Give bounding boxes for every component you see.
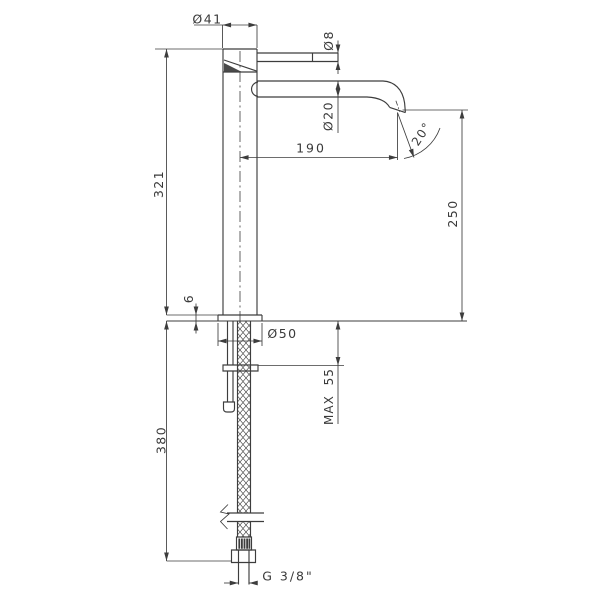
dim-label-max-thickness: MAX 55 [322, 368, 336, 425]
collar-knurl [238, 538, 251, 549]
spout-inner [257, 96, 391, 108]
dim-label-base-diameter: Ø50 [267, 326, 297, 341]
dim-label-lever-diameter: Ø8 [321, 30, 336, 51]
angle-arc [403, 127, 441, 159]
cap-wedge [224, 63, 241, 72]
break-lines [227, 512, 264, 523]
hose-braid-upper [237, 321, 251, 513]
dimension-lines [164, 22, 465, 586]
fitting-hex-nut [230, 549, 257, 564]
ext-body-diameter [194, 24, 258, 48]
spout-outlet-face [389, 106, 406, 114]
supply-hose-and-fixing [219, 321, 264, 585]
outlet-centerline [395, 100, 401, 112]
thread-tail [237, 562, 250, 585]
spout-outer [257, 80, 406, 113]
dim-label-plate-thickness: 6 [181, 294, 196, 303]
spout-root-arc [250, 81, 259, 98]
dim-label-spout-diameter: Ø20 [321, 101, 336, 131]
dim-label-body-diameter: Ø41 [192, 12, 222, 27]
dim-label-spout-reach: 190 [296, 141, 326, 156]
hose-braid-lower [237, 521, 251, 537]
faucet-body [217, 48, 406, 321]
dim-label-connection-thread: G 3/8" [262, 569, 314, 584]
break-zigzag [219, 504, 230, 530]
extension-lines [155, 24, 468, 562]
dim-label-total-height: 321 [151, 170, 166, 198]
hex-nut-flats [237, 550, 250, 563]
dim-label-outlet-height: 250 [445, 199, 460, 227]
hose-borders [236, 321, 252, 537]
dimension-labels: Ø41 Ø8 Ø20 190 20° 321 250 6 Ø50 MAX 55 … [151, 12, 460, 584]
stud-foot [222, 401, 236, 413]
dim-spout-angle-line [397, 112, 415, 158]
dim-label-hose-length: 380 [154, 426, 169, 454]
